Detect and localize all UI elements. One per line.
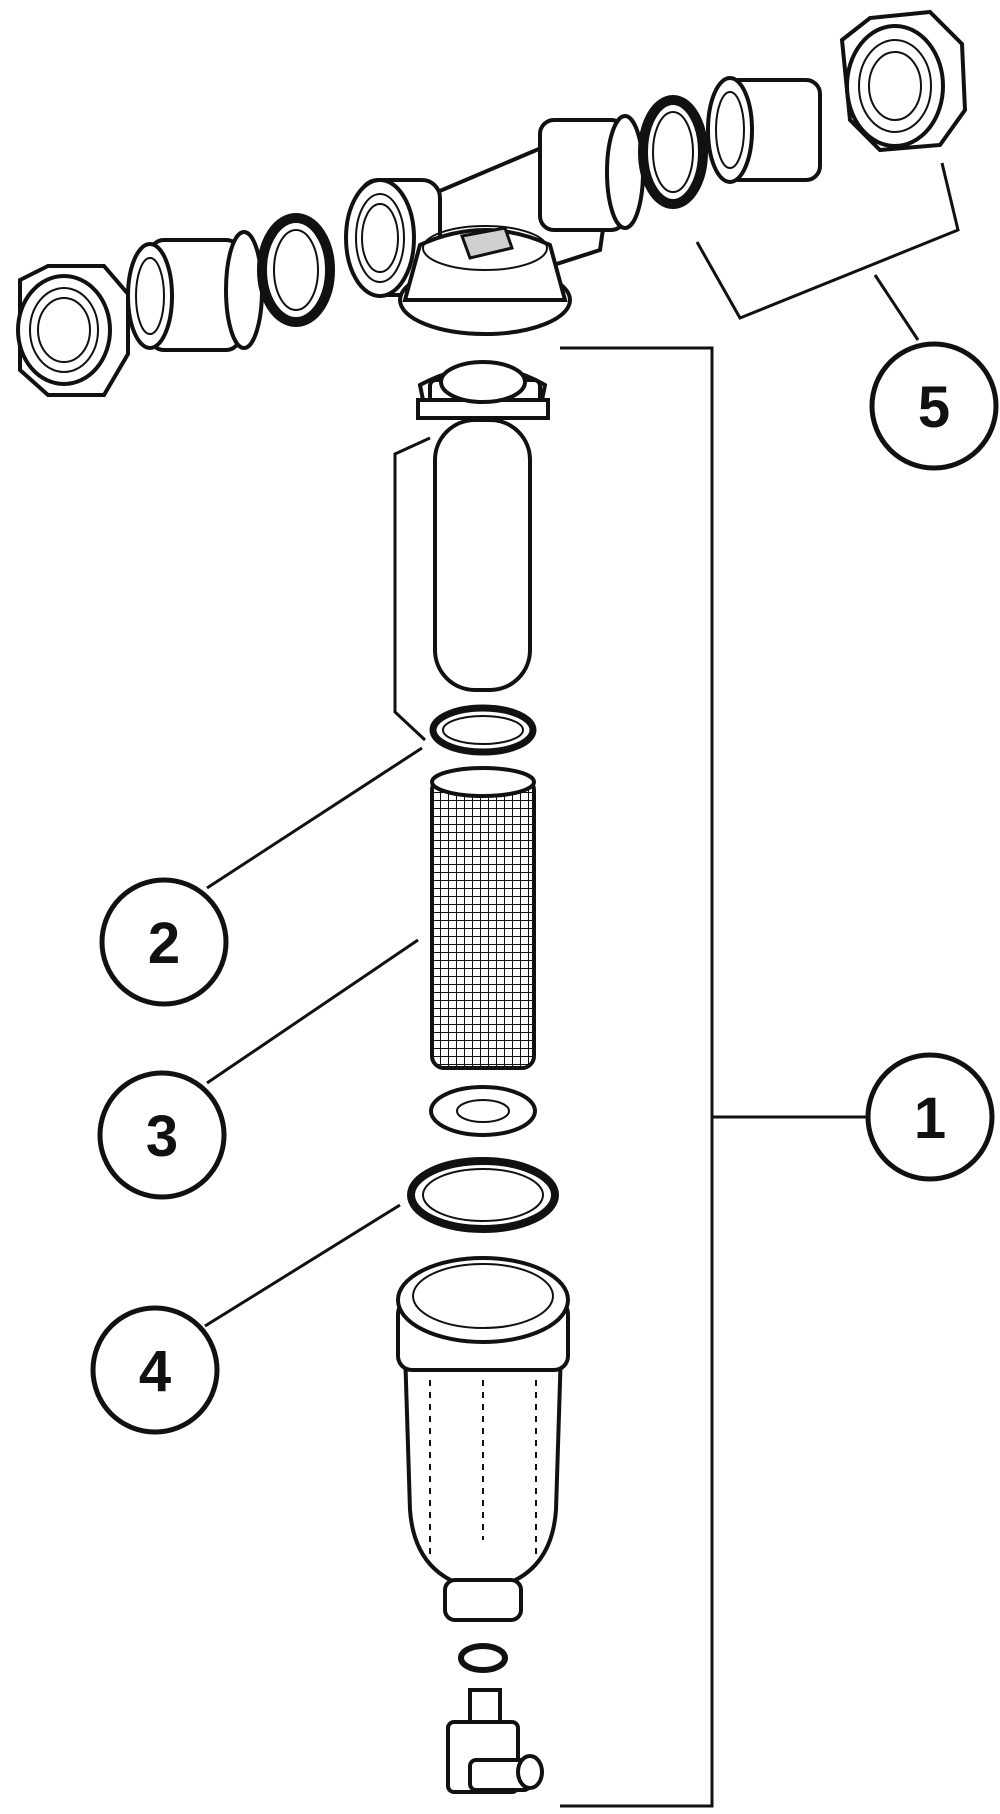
callout-5: 5 xyxy=(869,341,999,471)
svg-text:4: 4 xyxy=(139,1339,171,1404)
flat-washer xyxy=(429,1085,537,1137)
bowl-o-ring-4 xyxy=(407,1157,559,1233)
filter-bowl xyxy=(396,1256,570,1622)
callout-3: 3 xyxy=(97,1070,227,1200)
leader-lines xyxy=(204,162,960,1808)
o-ring-2 xyxy=(429,704,537,756)
right-gasket xyxy=(638,95,708,209)
svg-text:3: 3 xyxy=(146,1104,178,1169)
svg-text:1: 1 xyxy=(914,1086,946,1151)
callout-4: 4 xyxy=(90,1305,220,1435)
left-union-nut xyxy=(16,264,130,397)
strainer-insert xyxy=(416,360,550,692)
drain-valve xyxy=(446,1688,544,1794)
right-union-nut xyxy=(839,9,968,153)
callout-1: 1 xyxy=(865,1052,995,1182)
svg-text:5: 5 xyxy=(918,375,950,440)
left-gasket xyxy=(257,213,335,327)
svg-text:2: 2 xyxy=(148,911,180,976)
right-tailpiece xyxy=(706,76,822,184)
callout-2: 2 xyxy=(99,877,229,1007)
left-tailpiece xyxy=(126,230,264,352)
mesh-screen-3 xyxy=(430,766,536,1070)
filter-head-tee xyxy=(344,114,645,336)
drain-o-ring xyxy=(458,1643,508,1673)
